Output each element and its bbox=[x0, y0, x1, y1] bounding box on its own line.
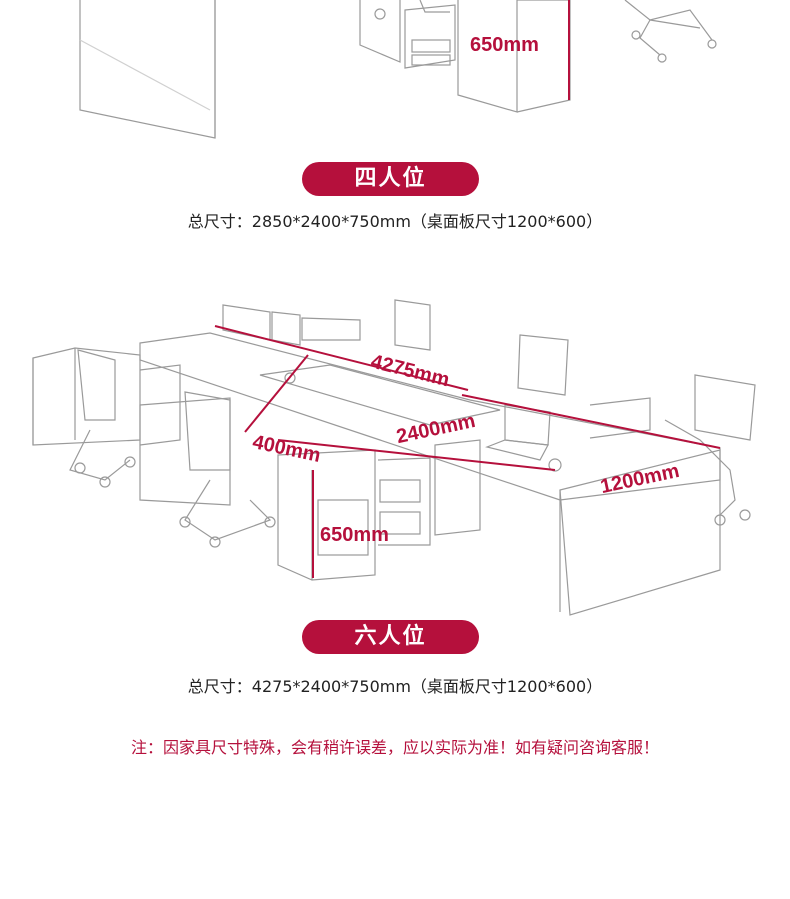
six-seat-badge: 六人位 bbox=[302, 620, 479, 654]
four-seat-height-dimension: 650mm bbox=[470, 34, 539, 56]
length-dimension-line bbox=[214, 325, 469, 391]
side-dimension-line bbox=[277, 439, 556, 471]
six-seat-total-size: 总尺寸：4275*2400*750mm（桌面板尺寸1200*600） bbox=[187, 677, 603, 696]
four-seat-drawing bbox=[79, 0, 717, 139]
four-seat-badge: 四人位 bbox=[302, 162, 479, 196]
desk-width-dimension-line bbox=[461, 394, 721, 449]
six-seat-height-dimension: 650mm bbox=[320, 524, 389, 546]
four-seat-total-size: 总尺寸：2850*2400*750mm（桌面板尺寸1200*600） bbox=[187, 212, 603, 231]
disclaimer-note: 注：因家具尺寸特殊，会有稍许误差，应以实际为准！如有疑问咨询客服！ bbox=[130, 738, 659, 757]
width-dimension-line bbox=[244, 354, 309, 433]
six-seat-drawing bbox=[32, 299, 756, 616]
